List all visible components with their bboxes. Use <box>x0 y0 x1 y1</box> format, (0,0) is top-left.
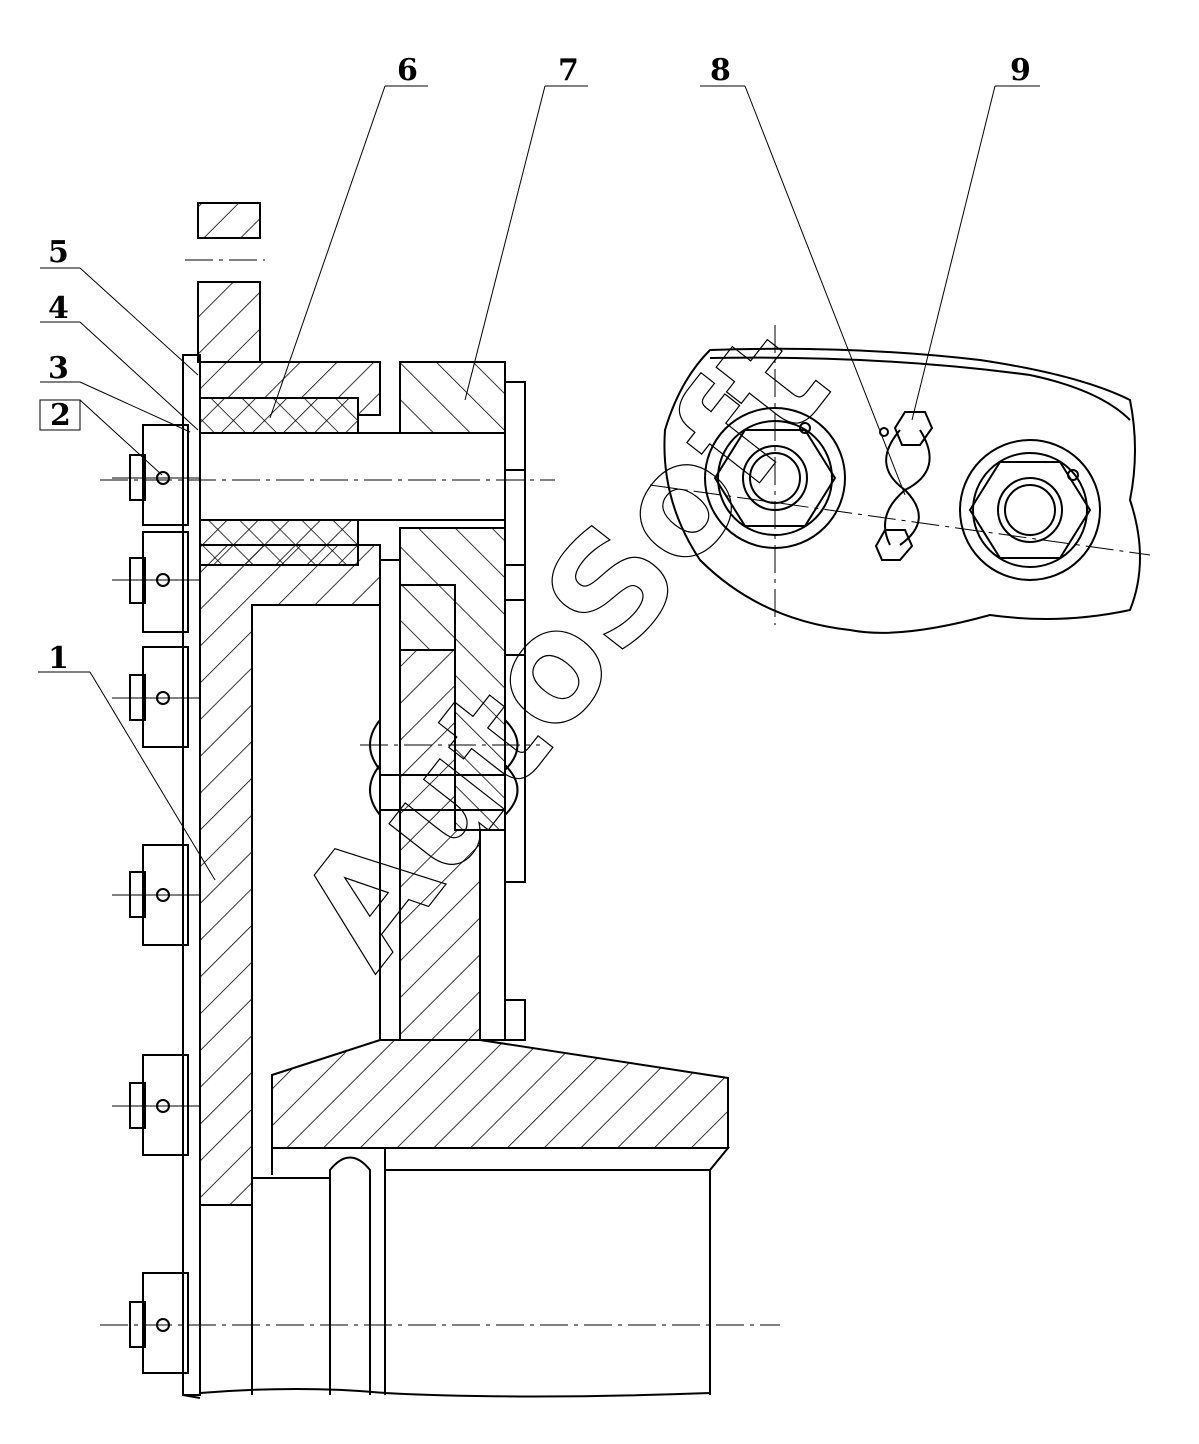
bolt-heads <box>112 424 200 1374</box>
part-7-top <box>399 361 506 434</box>
nut-left <box>704 407 846 549</box>
label-9: 9 <box>1010 53 1031 88</box>
rivet-head-4 <box>504 764 519 816</box>
rivet-head-3 <box>369 764 381 816</box>
bolt <box>112 844 200 946</box>
label-6: 6 <box>397 53 418 88</box>
section-view <box>100 202 780 1399</box>
hub-bore <box>271 1147 731 1395</box>
hub <box>271 1039 729 1149</box>
rubber-bushing-top <box>199 397 359 434</box>
bolt <box>112 531 200 633</box>
label-3: 3 <box>48 351 69 386</box>
detail-break-outline <box>663 347 1141 634</box>
label-2: 2 <box>50 398 71 433</box>
label-5: 5 <box>48 235 69 270</box>
flange-lug-top <box>197 202 261 239</box>
lock-wire <box>874 411 934 561</box>
label-7: 7 <box>558 53 579 88</box>
bolt <box>112 424 200 526</box>
callouts: 1 2 3 4 5 6 7 8 9 <box>38 53 1040 881</box>
outer-plate <box>182 354 201 1396</box>
flange-lug <box>197 281 261 363</box>
pin <box>199 432 506 521</box>
right-web <box>479 829 506 1041</box>
rivet-shank <box>379 774 506 811</box>
keyway <box>329 1156 371 1395</box>
label-8: 8 <box>710 53 731 88</box>
nut-right <box>959 439 1101 581</box>
label-1: 1 <box>48 641 69 676</box>
small-pad <box>504 999 526 1041</box>
rubber-bushing-bottom <box>199 519 359 566</box>
bolt <box>112 646 200 748</box>
bolt <box>112 1054 200 1156</box>
label-4: 4 <box>48 291 69 326</box>
bottom-break <box>199 1388 711 1398</box>
detail-view <box>649 325 1151 634</box>
part-7-edge <box>504 381 526 883</box>
bolt <box>129 1272 189 1374</box>
